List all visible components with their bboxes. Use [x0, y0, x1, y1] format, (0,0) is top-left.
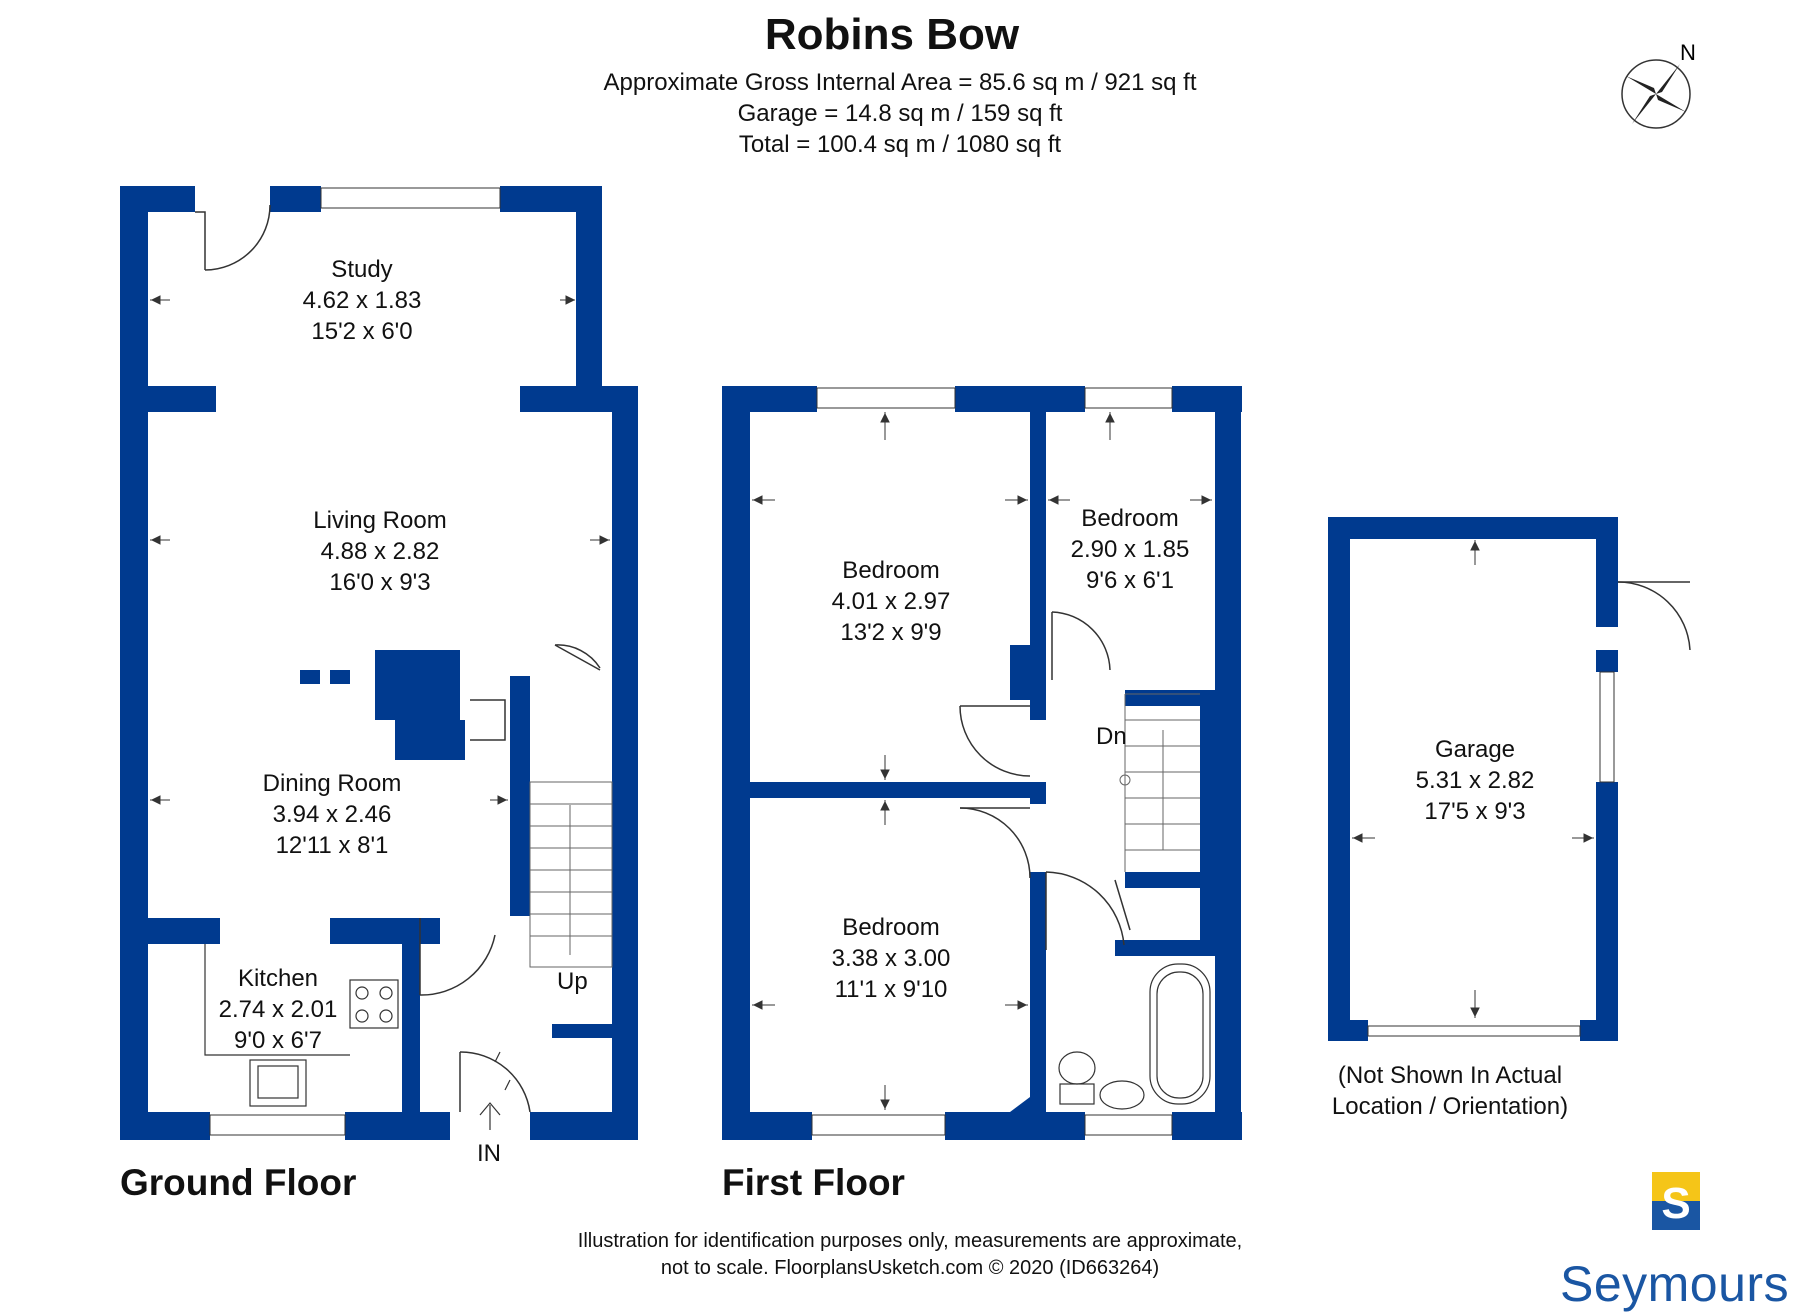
ground-floor-walls: [120, 186, 638, 1140]
room-imperial: 9'6 x 6'1: [1086, 567, 1174, 594]
room-name: Bedroom: [1081, 505, 1179, 532]
room-name: Living Room: [313, 507, 447, 534]
stairs-down-label: Dn: [1096, 723, 1127, 750]
room-kitchen: Kitchen 2.74 x 2.01 9'0 x 6'7: [219, 963, 338, 1056]
room-imperial: 9'0 x 6'7: [234, 1027, 322, 1054]
first-floor-label: First Floor: [722, 1162, 905, 1203]
room-metric: 3.94 x 2.46: [272, 801, 392, 828]
garage-note-line-1: (Not Shown In Actual: [1337, 1062, 1563, 1089]
garage-openings: [1367, 671, 1615, 1037]
room-bedroom-3: Bedroom 3.38 x 3.00 11'1 x 9'10: [832, 912, 951, 1005]
room-name: Bedroom: [842, 557, 940, 584]
plan-title: Robins Bow: [764, 10, 1020, 59]
room-metric: 5.31 x 2.82: [1415, 767, 1535, 794]
compass-north-label: N: [1680, 42, 1696, 65]
room-name: Kitchen: [237, 965, 319, 992]
entrance-label: IN: [477, 1140, 501, 1167]
disclaimer-line-2: not to scale. FloorplansUsketch.com © 20…: [660, 1257, 1160, 1279]
room-living: Living Room 4.88 x 2.82 16'0 x 9'3: [313, 505, 446, 598]
room-metric: 2.74 x 2.01: [218, 996, 338, 1023]
entrance-arrow: [479, 1102, 501, 1130]
first-floor-doors: [959, 611, 1131, 950]
ground-floor-stairs: [529, 781, 613, 968]
seymours-logo-icon: S: [1652, 1172, 1700, 1230]
room-imperial: 11'1 x 9'10: [834, 976, 948, 1003]
room-imperial: 16'0 x 9'3: [329, 569, 431, 596]
dimension-markers: [150, 295, 1594, 1110]
garage-note: (Not Shown In Actual Location / Orientat…: [1332, 1060, 1568, 1122]
garage-door: [1617, 581, 1691, 651]
room-imperial: 12'11 x 8'1: [275, 832, 389, 859]
garage-area-line: Garage = 14.8 sq m / 159 sq ft: [737, 100, 1063, 127]
garage-note-line-2: Location / Orientation): [1331, 1093, 1569, 1120]
disclaimer-line-1: Illustration for identification purposes…: [577, 1230, 1243, 1252]
room-metric: 2.90 x 1.85: [1070, 536, 1190, 563]
room-name: Study: [331, 256, 393, 283]
bathroom-fixtures: [1058, 963, 1211, 1110]
first-floor-windows: [811, 387, 1173, 1136]
ground-floor-doors: [195, 204, 601, 1113]
stairs-up-label: Up: [557, 968, 588, 995]
ground-floor-windows: [209, 187, 501, 1136]
total-area-line: Total = 100.4 sq m / 1080 sq ft: [738, 131, 1062, 158]
room-bedroom-2: Bedroom 2.90 x 1.85 9'6 x 6'1: [1071, 503, 1190, 596]
room-study: Study 4.62 x 1.83 15'2 x 6'0: [303, 254, 422, 347]
first-floor-stairs: [1119, 693, 1200, 872]
ground-floor-label: Ground Floor: [120, 1162, 357, 1203]
room-imperial: 15'2 x 6'0: [311, 318, 413, 345]
logo-letter: S: [1661, 1179, 1690, 1228]
room-imperial: 17'5 x 9'3: [1424, 798, 1526, 825]
room-name: Bedroom: [842, 914, 940, 941]
room-metric: 4.01 x 2.97: [831, 588, 951, 615]
room-metric: 3.38 x 3.00: [831, 945, 951, 972]
kitchen-fixtures: [204, 944, 511, 1107]
room-imperial: 13'2 x 9'9: [840, 619, 942, 646]
first-floor-walls: [722, 386, 1242, 1140]
room-metric: 4.88 x 2.82: [320, 538, 440, 565]
gross-area-line: Approximate Gross Internal Area = 85.6 s…: [603, 69, 1197, 96]
north-compass-icon: N: [1621, 42, 1696, 129]
room-name: Garage: [1434, 736, 1516, 763]
room-dining: Dining Room 3.94 x 2.46 12'11 x 8'1: [263, 768, 402, 861]
brand-name: Seymours: [1560, 1256, 1790, 1312]
room-bedroom-1: Bedroom 4.01 x 2.97 13'2 x 9'9: [832, 555, 951, 648]
room-garage: Garage 5.31 x 2.82 17'5 x 9'3: [1416, 734, 1535, 827]
room-name: Dining Room: [262, 770, 402, 797]
disclaimer: Illustration for identification purposes…: [560, 1228, 1260, 1282]
garage-walls: [1328, 517, 1618, 1041]
room-metric: 4.62 x 1.83: [302, 287, 422, 314]
